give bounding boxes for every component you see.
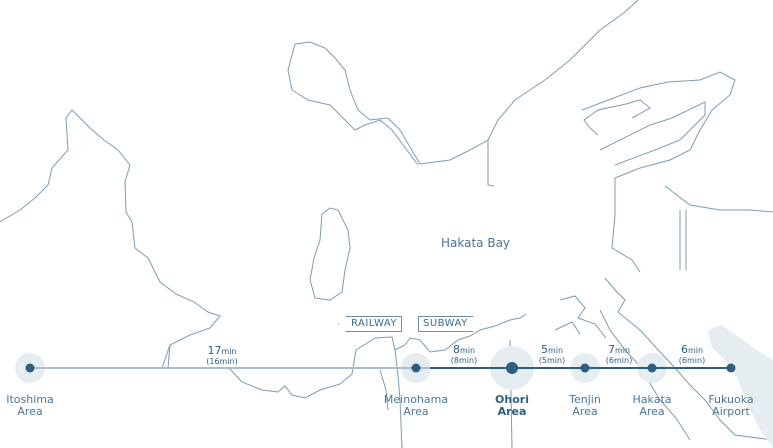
travel-time-ohori-tenjin: 5min(5min) (539, 343, 565, 366)
harbor-piers (554, 277, 773, 441)
station-sub: Area (17, 405, 43, 418)
port-east-2 (583, 99, 651, 136)
airport-area (708, 325, 773, 448)
island-nokonoshima (309, 207, 351, 301)
travel-time-hakata-airport: 6min(6min) (679, 343, 705, 366)
station-name: Meinohama (383, 393, 449, 406)
time-unit: min (547, 346, 564, 355)
station-name: Fukuoka (708, 393, 754, 406)
shikanoshima (294, 0, 639, 165)
time-value: 7 (607, 343, 615, 356)
time-unit: min (221, 347, 237, 356)
time-alt: (8min) (450, 356, 478, 365)
station-sub: Area (497, 405, 527, 418)
station-dot (25, 363, 35, 373)
time-unit: min (459, 346, 476, 355)
station-dot (647, 363, 657, 373)
station-name: Itoshima (6, 393, 54, 406)
railway-legend: RAILWAY (338, 316, 402, 332)
shikanoshima-inner (287, 43, 495, 187)
travel-time-tenjin-hakata: 7min(6min) (606, 343, 632, 366)
station-sub: Airport (712, 405, 750, 418)
time-value: 8 (452, 343, 460, 356)
station-dot (726, 363, 736, 373)
station-name: Hakata (632, 393, 672, 406)
time-unit: min (687, 346, 704, 355)
hakata-bay-label: Hakata Bay (441, 236, 511, 250)
time-alt: (6min) (678, 356, 706, 365)
port-east (581, 71, 736, 273)
time-value: 5 (540, 343, 548, 356)
river-channels (167, 339, 513, 448)
station-name: Ohori (495, 393, 529, 406)
station-dot (506, 362, 518, 374)
station-dot (411, 363, 421, 373)
station-name: Tenjin (569, 393, 601, 406)
station-sub: Area (639, 405, 665, 418)
coastline-southwest (228, 313, 527, 399)
time-unit: min (614, 346, 631, 355)
time-alt: (6min) (605, 356, 633, 365)
roads-east (664, 185, 773, 270)
time-alt: (16min) (206, 357, 238, 366)
station-sub: Area (572, 405, 598, 418)
coastline-west (0, 109, 221, 369)
subway-legend: SUBWAY (418, 316, 481, 332)
station-dot (580, 363, 590, 373)
travel-time-meinohama-ohori: 8min(8min) (451, 343, 477, 366)
station-sub: Area (403, 405, 429, 418)
time-alt: (5min) (538, 356, 566, 365)
time-value: 17 (207, 344, 222, 357)
travel-time-itoshima-meinohama: 17min(16min) (206, 344, 238, 367)
time-value: 6 (680, 343, 688, 356)
